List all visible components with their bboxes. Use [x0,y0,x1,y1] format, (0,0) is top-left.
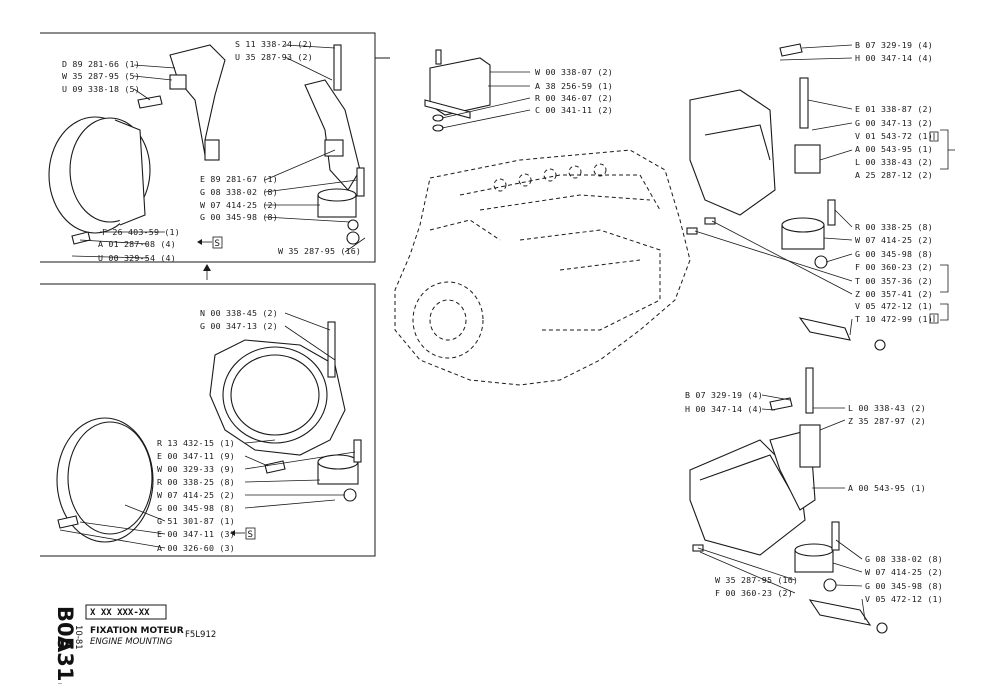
title-block: B05 A31.0 10-81 X XX XXX-XX FIXATION MOT… [53,604,216,684]
part-label: S 11 338-24 (2) [235,39,313,49]
part-label: H 00 347-14 (4) [855,53,933,63]
part-label: U 35 287-93 (2) [235,52,313,62]
group-marker-text-1: S [215,239,220,249]
part-label: A 38 256-59 (1) [535,81,613,91]
group-marker-icon-4 [929,313,939,324]
part-label: A 25 287-12 (2) [855,170,933,180]
part-label: F 00 360-23 (2) [715,588,793,598]
part-label: G 00 345-98 (8) [855,249,933,259]
part-label: W 35 287-95 (16) [715,575,798,585]
part-label: G 00 345-98 (8) [200,212,278,222]
part-label: W 35 287-95 (5) [62,71,140,81]
engine-block-outline [394,149,691,386]
part-label: Z 00 357-41 (2) [855,289,933,299]
title-english: ENGINE MOUNTING [90,637,173,647]
part-label: G 00 345-98 (8) [865,581,943,591]
part-label: R 00 346-07 (2) [535,93,613,103]
title-french: FIXATION MOTEUR [90,626,184,636]
part-label: A 00 543-95 (1) [855,144,933,154]
part-label: H 00 347-14 (4) [685,404,763,414]
right-upper-mount [686,43,886,351]
part-label: W 35 287-95 (16) [278,246,361,256]
part-label: Z 35 287-97 (2) [848,416,926,426]
part-label: G 51 301-87 (1) [157,516,235,526]
part-label: A 01 287-08 (4) [98,239,176,249]
group-marker-text-2: S [248,530,253,540]
sheet-reference-a: B05 [53,606,77,651]
group-brackets [940,129,955,321]
part-label: G 00 347-13 (2) [200,321,278,331]
part-label: D 89 281-66 (1) [62,59,140,69]
part-label: W 07 414-25 (2) [855,235,933,245]
fan-housing-group [48,44,365,245]
part-label: G 00 345-98 (8) [157,503,235,513]
part-label: G 08 338-02 (8) [865,554,943,564]
part-label: C 00 341-11 (2) [535,105,613,115]
group-marker-icon-3 [929,131,939,142]
upper-bracket-group [424,49,491,132]
leader-lines [59,44,866,621]
part-label: L 00 338-43 (2) [848,403,926,413]
sheet-reference-b: A31.0 [53,636,77,684]
code-placeholder: X XX XXX-XX [90,608,150,618]
part-label: W 00 338-07 (2) [535,67,613,77]
part-label: T 00 357-36 (2) [855,276,933,286]
part-label: R 00 338-25 (8) [157,477,235,487]
part-label: U 00 329-54 (4) [98,253,176,263]
part-label: V 05 472-12 (1) [855,301,933,311]
part-label: N 00 338-45 (2) [200,308,278,318]
part-label: A 00 326-60 (3) [157,543,235,553]
part-label: F 00 360-23 (2) [855,262,933,272]
part-label: L 00 338-43 (2) [855,157,933,167]
part-label: R 13 432-15 (1) [157,438,235,448]
part-label: G 00 347-13 (2) [855,118,933,128]
edition-date: 10-81 [73,625,83,650]
frame-lines [40,32,390,557]
part-label: R 00 338-25 (8) [855,222,933,232]
part-label: B 07 329-19 (4) [855,40,933,50]
part-label: V 05 472-12 (1) [865,594,943,604]
part-label: A 00 543-95 (1) [848,483,926,493]
part-label: V 01 543-72 (1) [855,131,933,141]
part-label: G 08 338-02 (8) [200,187,278,197]
up-arrow-icon [203,264,211,280]
part-label: F 26 403-59 (1) [102,227,180,237]
part-label: E 00 347-11 (3) [157,529,235,539]
part-labels: D 89 281-66 (1) W 35 287-95 (5) U 09 338… [62,39,943,604]
part-label: W 07 414-25 (2) [200,200,278,210]
flywheel-housing-group [56,321,362,543]
part-label: E 89 281-67 (1) [200,174,278,184]
part-label: W 00 329-33 (9) [157,464,235,474]
part-label: E 01 338-87 (2) [855,104,933,114]
part-label: E 00 347-11 (9) [157,451,235,461]
right-lower-mount [689,367,888,634]
group-marker-icon-1: S [197,236,223,249]
part-label: T 10 472-99 (1) [855,314,933,324]
part-label: B 07 329-19 (4) [685,390,763,400]
part-label: W 07 414-25 (2) [157,490,235,500]
engine-model: F5L912 [185,630,216,640]
part-label: W 07 414-25 (2) [865,567,943,577]
part-label: U 09 338-18 (5) [62,84,140,94]
group-marker-icon-2: S [230,527,256,540]
